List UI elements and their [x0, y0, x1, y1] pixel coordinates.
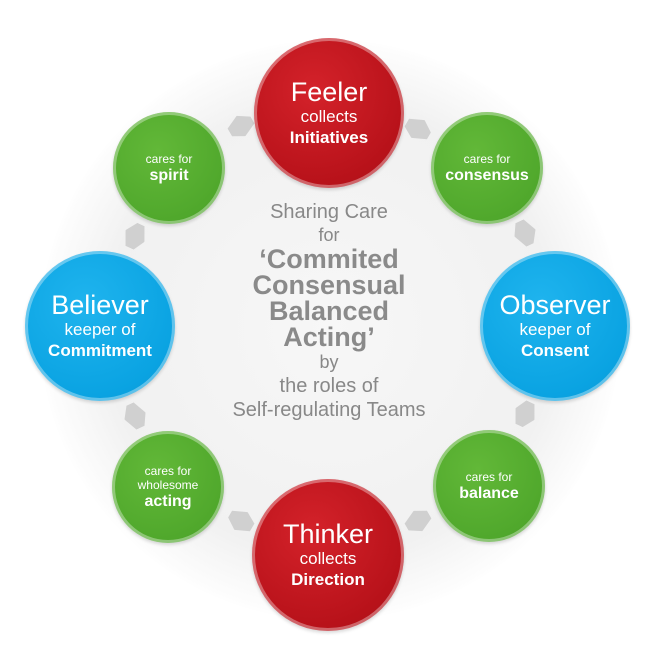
- feeler-object: Initiatives: [289, 128, 369, 147]
- thinker-object: Direction: [291, 570, 365, 589]
- center-headline-4: Acting’: [283, 322, 375, 352]
- center-headline-1: ‘Commited: [259, 244, 399, 274]
- believer-object: Commitment: [48, 341, 152, 360]
- thinker-circle: Thinker collects Direction: [252, 479, 404, 631]
- acting-pre2-text: wholesome: [137, 477, 199, 492]
- center-text-block: Sharing Care for ‘Commited Consensual Ba…: [200, 200, 458, 422]
- believer-verb: keeper of: [64, 320, 136, 339]
- observer-verb: keeper of: [519, 320, 591, 339]
- spirit-pre-text: cares for: [145, 151, 193, 166]
- center-line-by: by: [319, 352, 339, 372]
- center-headline-2: Consensual: [252, 270, 406, 300]
- acting-key-text: acting: [144, 492, 192, 510]
- center-line-teams: Self-regulating Teams: [232, 399, 426, 421]
- believer-circle: Believer keeper of Commitment: [25, 251, 175, 401]
- acting-pre-text: cares for: [144, 463, 192, 478]
- believer-role-name: Believer: [51, 290, 149, 320]
- observer-object: Consent: [521, 341, 589, 360]
- center-line-for: for: [318, 225, 340, 245]
- consensus-pre-text: cares for: [463, 151, 511, 166]
- thinker-role-name: Thinker: [282, 519, 374, 549]
- balance-key-text: balance: [459, 484, 519, 502]
- observer-role-name: Observer: [499, 290, 611, 320]
- thinker-verb: collects: [299, 549, 357, 568]
- center-line-sharing-care: Sharing Care: [270, 201, 388, 223]
- feeler-circle: Feeler collects Initiatives: [254, 38, 404, 188]
- balance-circle: cares for balance: [433, 430, 545, 542]
- center-line-roles-of: the roles of: [279, 375, 379, 397]
- feeler-role-name: Feeler: [290, 77, 368, 107]
- spirit-key-text: spirit: [149, 166, 189, 184]
- center-headline-3: Balanced: [268, 296, 390, 326]
- balance-pre-text: cares for: [465, 469, 513, 484]
- acting-circle: cares for wholesome acting: [112, 431, 224, 543]
- spirit-circle: cares for spirit: [113, 112, 225, 224]
- consensus-circle: cares for consensus: [431, 112, 543, 224]
- observer-circle: Observer keeper of Consent: [480, 251, 630, 401]
- consensus-key-text: consensus: [445, 166, 529, 184]
- feeler-verb: collects: [300, 107, 358, 126]
